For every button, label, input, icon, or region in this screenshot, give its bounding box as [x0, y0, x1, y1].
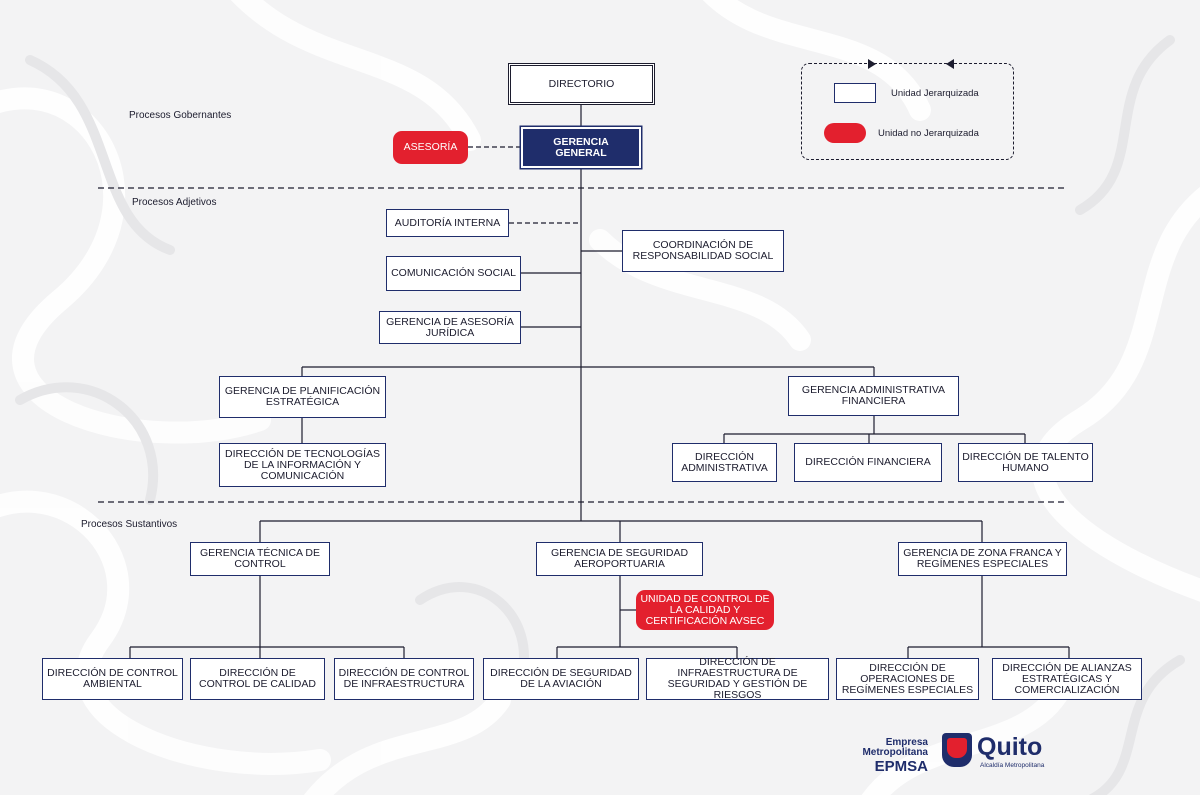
logo-empresa-short: EPMSA [874, 758, 928, 775]
node-gerencia-admin-financiera: GERENCIA ADMINISTRATIVA FINANCIERA [788, 376, 959, 416]
legend-label-jerarquizada: Unidad Jerarquizada [891, 88, 979, 99]
node-asesoria: ASESORÍA [393, 131, 468, 164]
node-gerencia-seguridad-aero: GERENCIA DE SEGURIDAD AEROPORTUARIA [536, 542, 703, 576]
quito-alcaldia-text: Alcaldía Metropolitana [980, 762, 1045, 769]
section-adjetivos: Procesos Adjetivos [132, 197, 217, 208]
legend-label-no-jerarquizada: Unidad no Jerarquizada [878, 128, 979, 139]
node-dir-control-ambiental: DIRECCIÓN DE CONTROL AMBIENTAL [42, 658, 183, 700]
node-auditoria-interna: AUDITORÍA INTERNA [386, 209, 509, 237]
legend-arrows-icon [868, 59, 954, 69]
node-gerencia-general: GERENCIA GENERAL [523, 129, 639, 166]
node-unidad-control-calidad: UNIDAD DE CONTROL DE LA CALIDAD Y CERTIF… [636, 590, 774, 630]
node-directorio: DIRECTORIO [508, 63, 655, 105]
node-dir-operaciones-regimenes: DIRECCIÓN DE OPERACIONES DE REGÍMENES ES… [836, 658, 979, 700]
legend-swatch-jerarquizada [834, 83, 876, 103]
node-gerencia-asesoria-juridica: GERENCIA DE ASESORÍA JURÍDICA [379, 311, 521, 344]
node-gerencia-tecnica-control: GERENCIA TÉCNICA DE CONTROL [190, 542, 330, 576]
node-direccion-tecnologias: DIRECCIÓN DE TECNOLOGÍAS DE LA INFORMACI… [219, 443, 386, 487]
section-gobernantes: Procesos Gobernantes [129, 110, 232, 121]
legend-swatch-no-jerarquizada [824, 123, 866, 143]
node-direccion-talento: DIRECCIÓN DE TALENTO HUMANO [958, 443, 1093, 482]
node-dir-control-calidad: DIRECCIÓN DE CONTROL DE CALIDAD [190, 658, 325, 700]
node-direccion-administrativa: DIRECCIÓN ADMINISTRATIVA [672, 443, 777, 482]
quito-shield-icon [942, 733, 972, 767]
node-comunicacion-social: COMUNICACIÓN SOCIAL [386, 256, 521, 291]
node-coordinacion-responsabilidad: COORDINACIÓN DE RESPONSABILIDAD SOCIAL [622, 230, 784, 272]
logo-empresa-line1: Empresa [885, 737, 928, 748]
node-gerencia-zona-franca: GERENCIA DE ZONA FRANCA Y REGÍMENES ESPE… [898, 542, 1067, 576]
legend: Unidad Jerarquizada Unidad no Jerarquiza… [801, 59, 1014, 160]
epmsa-logo: Empresa Metropolitana EPMSA [840, 737, 928, 776]
quito-logo-text: Quito [977, 733, 1043, 761]
section-sustantivos: Procesos Sustantivos [81, 519, 178, 530]
logo-empresa-line2: Metropolitana [862, 747, 928, 758]
node-dir-seguridad-aviacion: DIRECCIÓN DE SEGURIDAD DE LA AVIACIÓN [483, 658, 639, 700]
node-dir-alianzas: DIRECCIÓN DE ALIANZAS ESTRATÉGICAS Y COM… [992, 658, 1142, 700]
node-gerencia-planificacion: GERENCIA DE PLANIFICACIÓN ESTRATÉGICA [219, 376, 386, 418]
node-dir-control-infraestructura: DIRECCIÓN DE CONTROL DE INFRAESTRUCTURA [334, 658, 474, 700]
node-direccion-financiera: DIRECCIÓN FINANCIERA [794, 443, 942, 482]
node-dir-infra-seguridad-riesgos: DIRECCIÓN DE INFRAESTRUCTURA DE SEGURIDA… [646, 657, 829, 701]
